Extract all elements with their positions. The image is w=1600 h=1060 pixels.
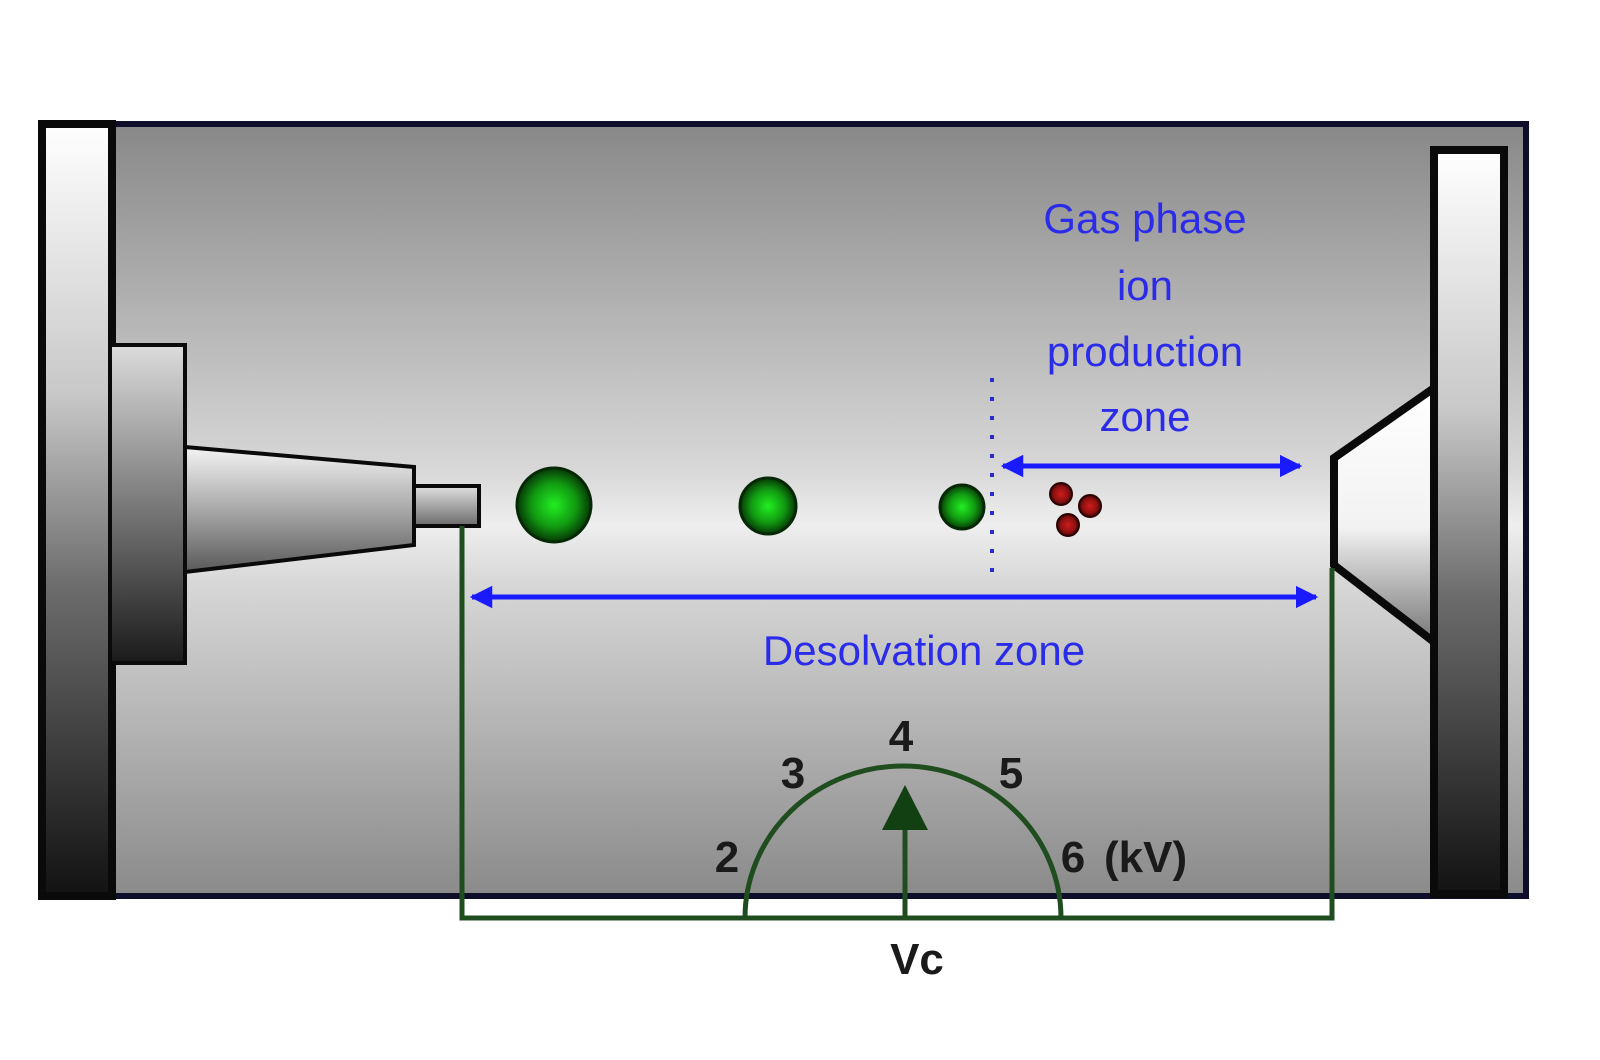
gas-phase-label-line-1: Gas phase — [1043, 195, 1246, 242]
dial-tick-label: 4 — [889, 712, 914, 761]
left-wall — [38, 120, 116, 900]
voltage-dial-arc — [742, 763, 1064, 919]
desolvation-zone-label: Desolvation zone — [763, 627, 1085, 674]
dial-tick-label: 6 — [1061, 833, 1085, 882]
gas-phase-label-line-4: zone — [1099, 393, 1190, 440]
droplet-small — [938, 483, 986, 531]
ion — [1078, 494, 1102, 518]
gas-phase-ions — [1049, 482, 1102, 537]
dial-tick-label: 2 — [715, 833, 739, 882]
voltage-circuit-wire — [459, 526, 1335, 921]
ion — [1056, 513, 1080, 537]
spray-flange — [108, 343, 187, 665]
gas-phase-label-line-2: ion — [1117, 262, 1173, 309]
dial-tick-label: 5 — [999, 749, 1023, 798]
spray-cone — [183, 444, 416, 575]
voltage-name-label: Vc — [890, 935, 944, 984]
droplet-medium — [738, 476, 798, 536]
dial-unit-label: (kV) — [1104, 833, 1187, 882]
spray-needle — [412, 484, 481, 528]
ms-inlet-orifice — [1330, 380, 1438, 651]
voltage-pointer-arrowhead — [882, 785, 928, 830]
ion — [1049, 482, 1073, 506]
gas-phase-label-line-3: production — [1047, 328, 1243, 375]
right-wall — [1430, 146, 1508, 898]
dial-tick-label: 3 — [781, 749, 805, 798]
droplet-large — [515, 466, 593, 544]
solvated-droplets — [515, 466, 986, 544]
